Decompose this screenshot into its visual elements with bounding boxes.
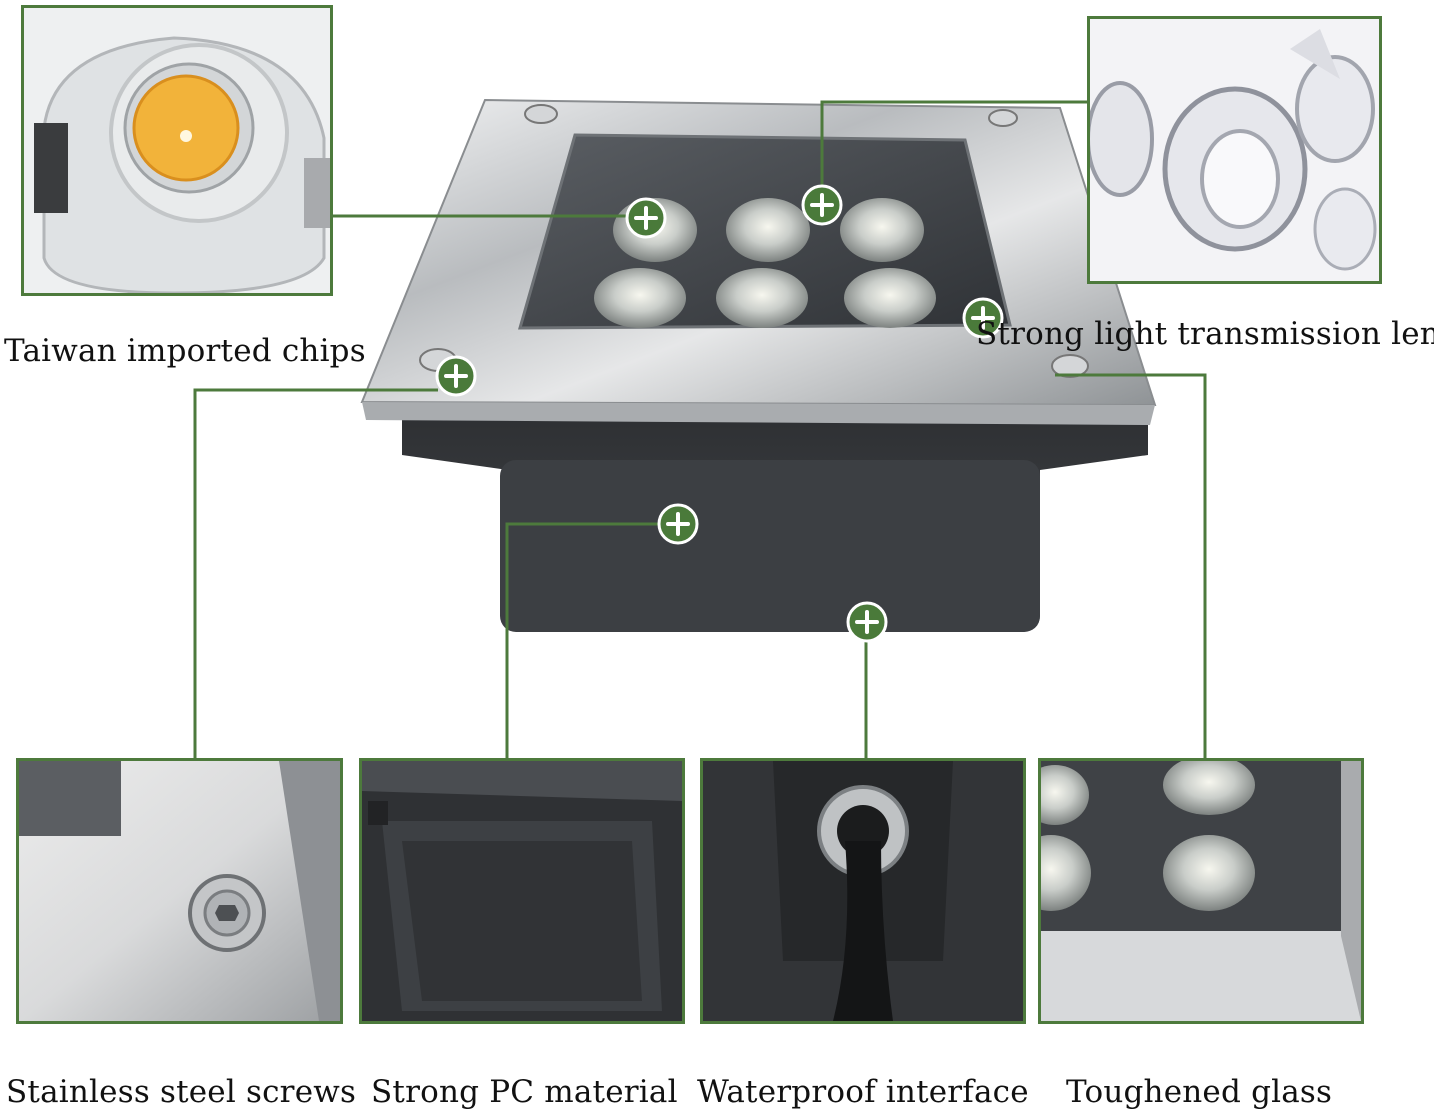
detail-pc-material-image [359,758,685,1024]
detail-chips-image [21,5,333,296]
marker-pc-material[interactable] [656,502,700,546]
detail-glass-image [1038,758,1364,1024]
marker-lens-top[interactable] [800,183,844,227]
caption-screws: Stainless steel screws [6,1074,357,1110]
detail-screws-image [16,758,343,1024]
caption-waterproof: Waterproof interface [697,1074,1029,1110]
detail-waterproof-image [700,758,1026,1024]
caption-chips: Taiwan imported chips [4,333,366,369]
caption-glass: Toughened glass [1066,1074,1333,1110]
caption-pc-material: Strong PC material [371,1074,678,1110]
marker-chips[interactable] [624,196,668,240]
marker-screws[interactable] [434,354,478,398]
detail-lens-image [1087,16,1382,284]
caption-lens: Strong light transmission lens [976,316,1434,352]
marker-waterproof[interactable] [845,600,889,644]
marker-glass[interactable] [961,296,1005,340]
